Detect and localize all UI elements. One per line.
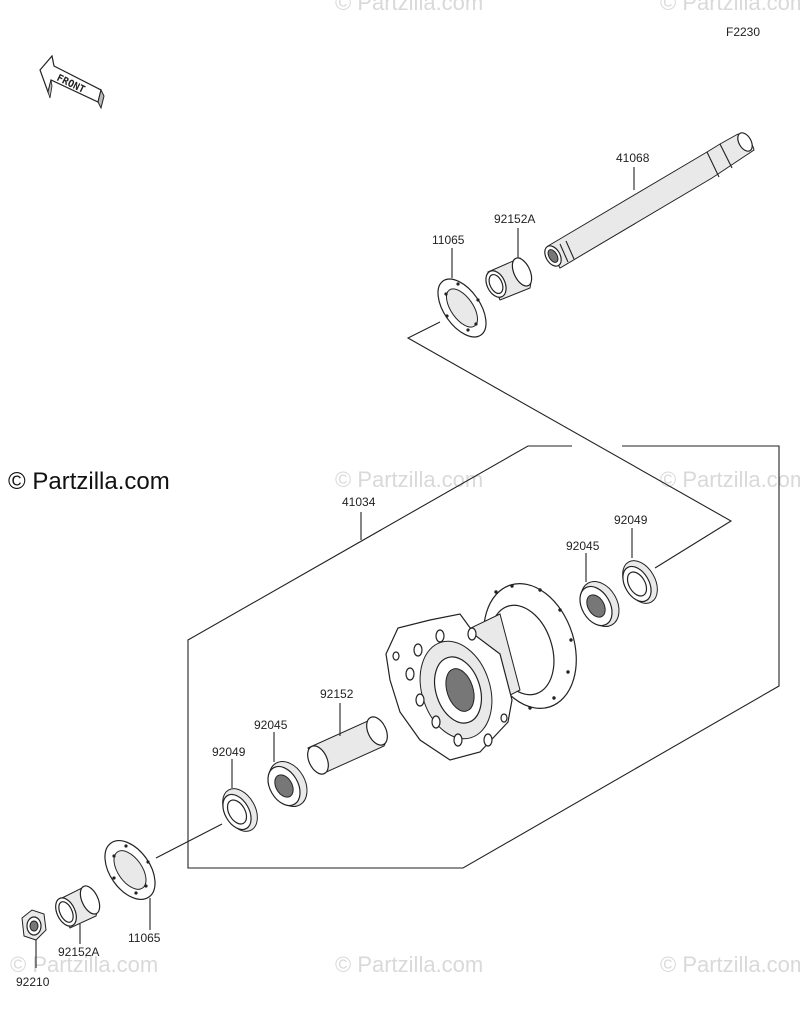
axle-part[interactable]: [541, 130, 755, 269]
watermark: © Partzilla.com: [10, 952, 158, 977]
watermark: © Partzilla.com: [335, 467, 483, 492]
collar-top-part[interactable]: [482, 255, 536, 301]
callout-41068: 41068: [616, 151, 650, 165]
cover-top-part[interactable]: [428, 271, 495, 346]
callout-92152: 92152: [320, 687, 354, 701]
callout-92049-left: 92049: [212, 745, 246, 759]
front-arrow-icon: FRONT: [39, 54, 105, 110]
watermark-layer: © Partzilla.com © Partzilla.com © Partzi…: [10, 0, 800, 977]
seal-left-part[interactable]: [216, 783, 265, 838]
watermark: © Partzilla.com: [660, 0, 800, 15]
spacer-part[interactable]: [304, 714, 392, 778]
callout-92049-right: 92049: [614, 513, 648, 527]
callout-41034: 41034: [342, 495, 376, 509]
figure-code: F2230: [726, 25, 760, 39]
bearing-right-part[interactable]: [573, 575, 626, 634]
callout-92152A-top: 92152A: [494, 212, 535, 226]
callout-11065-bottom: 11065: [128, 931, 161, 945]
callout-92045-right: 92045: [566, 539, 600, 553]
callout-11065-top: 11065: [432, 233, 465, 247]
watermark: © Partzilla.com: [335, 0, 483, 15]
callout-92210: 92210: [16, 975, 50, 989]
hub-part[interactable]: [385, 572, 592, 761]
callout-92152A-bottom: 92152A: [58, 945, 99, 959]
seal-right-part[interactable]: [616, 555, 665, 610]
nut-part[interactable]: [21, 909, 47, 941]
watermark: © Partzilla.com: [660, 952, 800, 977]
watermark: © Partzilla.com: [660, 467, 800, 492]
bearing-left-part[interactable]: [261, 755, 314, 814]
watermark: © Partzilla.com: [335, 952, 483, 977]
watermark-main: © Partzilla.com: [8, 468, 170, 495]
callout-92045-left: 92045: [254, 718, 288, 732]
cover-bottom-part[interactable]: [95, 831, 166, 908]
collar-bottom-part[interactable]: [52, 883, 104, 929]
